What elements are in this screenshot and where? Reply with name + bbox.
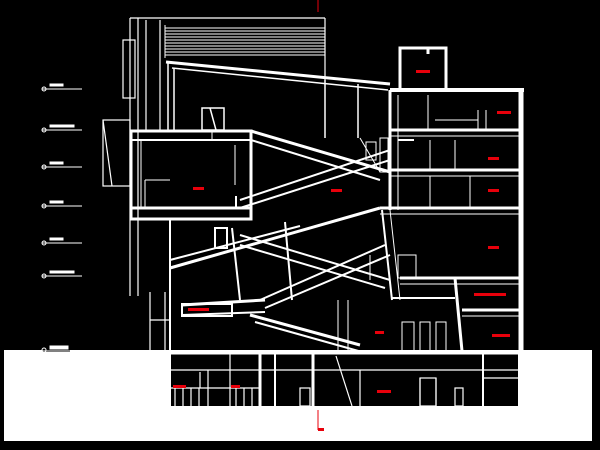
level-marker	[41, 237, 82, 246]
level-markers	[41, 83, 82, 353]
level-marker	[41, 124, 82, 133]
room-tag	[474, 293, 506, 296]
level-marker	[41, 161, 82, 170]
room-tag	[488, 189, 499, 192]
room-tag	[231, 385, 240, 388]
level-marker	[41, 270, 82, 279]
room-tag	[492, 334, 510, 337]
room-tags	[173, 70, 511, 431]
ramps	[169, 129, 391, 353]
room-tag	[488, 157, 499, 160]
sloped-roof	[165, 60, 391, 138]
section-cut-marks	[317, 0, 324, 431]
room-tag	[193, 187, 204, 190]
level-marker	[41, 200, 82, 209]
right-tower	[380, 46, 524, 352]
basement-linework	[171, 352, 518, 407]
room-tag	[497, 111, 511, 114]
room-tag	[188, 308, 209, 311]
roof-slats	[164, 25, 325, 58]
central-structure	[169, 137, 401, 351]
ground-mass	[4, 351, 592, 441]
room-tag	[173, 385, 186, 388]
room-tag	[377, 390, 391, 393]
room-tag	[375, 331, 384, 334]
room-tag	[331, 189, 342, 192]
level-marker	[41, 345, 70, 353]
room-tag	[488, 246, 499, 249]
cantilever-box	[129, 129, 253, 221]
room-tag	[416, 70, 430, 73]
level-marker	[41, 83, 82, 92]
